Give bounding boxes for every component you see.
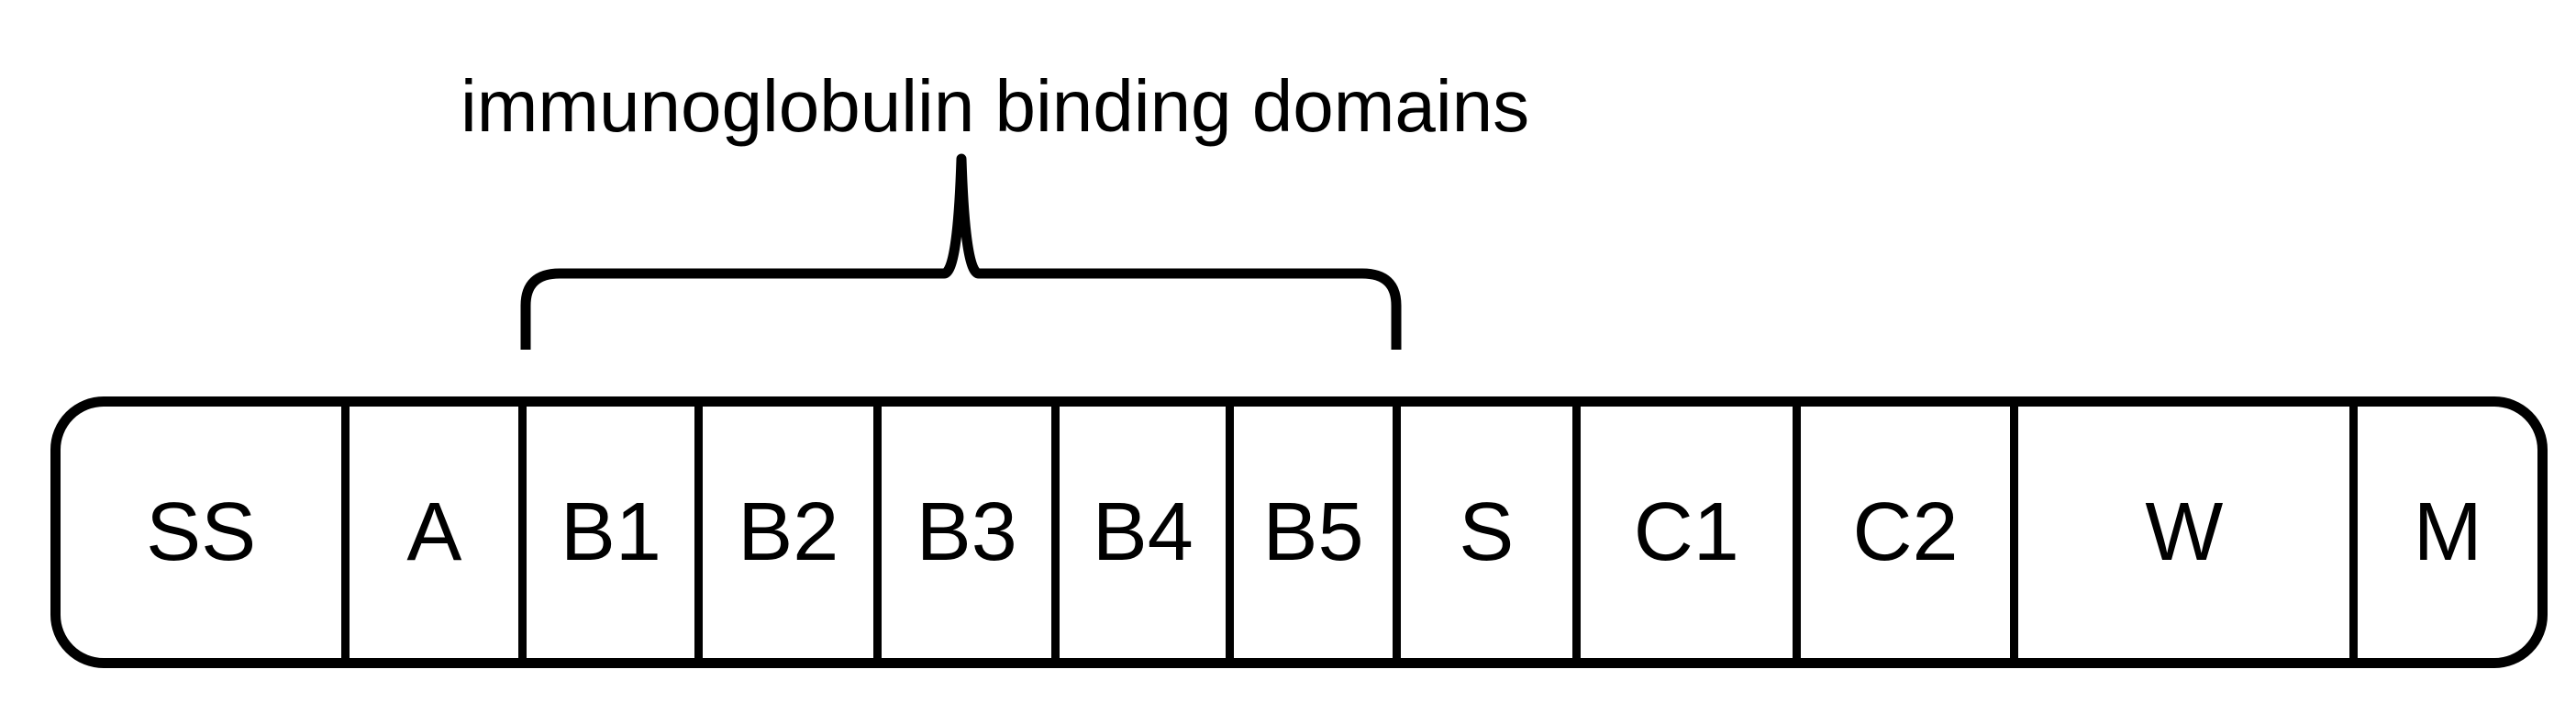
domain-segment-b5: B5 [1234, 407, 1401, 658]
domain-segment-b1: B1 [527, 407, 704, 658]
segment-label: SS [146, 486, 257, 578]
segment-label: M [2413, 486, 2482, 578]
segment-label: C2 [1852, 486, 1959, 578]
domain-bar: SS A B1 B2 B3 B4 B5 S C1 C2 W M [50, 396, 2548, 668]
segment-label: S [1459, 486, 1515, 578]
domain-segment-b4: B4 [1060, 407, 1235, 658]
segment-label: W [2145, 486, 2224, 578]
domain-segment-m: M [2358, 407, 2537, 658]
domain-segment-b2: B2 [703, 407, 883, 658]
segment-label: B5 [1262, 486, 1364, 578]
segment-label: B4 [1092, 486, 1194, 578]
segment-label: A [406, 486, 462, 578]
domain-segment-c1: C1 [1581, 407, 1801, 658]
segment-label: B2 [738, 486, 839, 578]
domain-segment-c2: C2 [1801, 407, 2019, 658]
domain-segment-w: W [2018, 407, 2359, 658]
domain-segment-ss: SS [61, 407, 350, 658]
brace-label: immunoglobulin binding domains [461, 65, 1530, 147]
curly-brace [520, 153, 1402, 350]
segment-label: B1 [560, 486, 661, 578]
domain-segment-s: S [1401, 407, 1581, 658]
curly-brace-path [520, 153, 1402, 350]
segment-label: B3 [916, 486, 1017, 578]
segment-label: C1 [1633, 486, 1739, 578]
domain-segment-a: A [350, 407, 527, 658]
domain-segment-b3: B3 [882, 407, 1060, 658]
